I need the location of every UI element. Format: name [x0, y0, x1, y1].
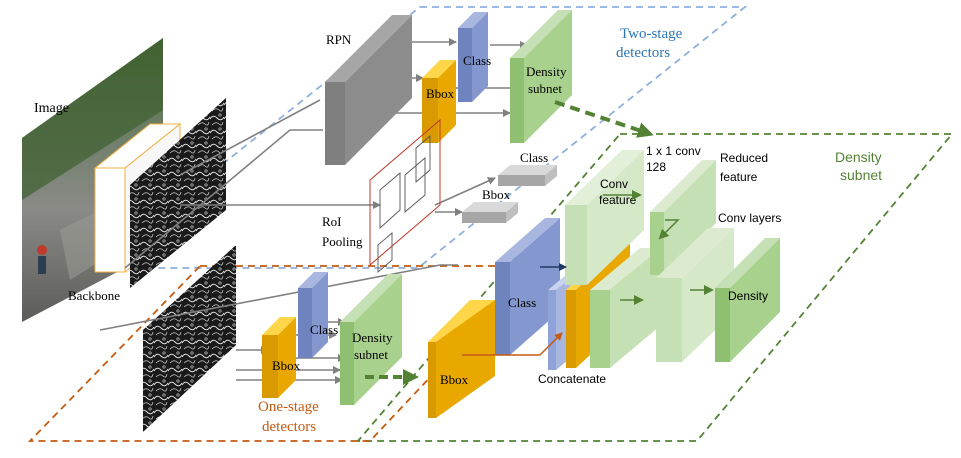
- bbox-label-top: Bbox: [426, 86, 455, 101]
- density-subnet-label-top-line2: subnet: [528, 81, 562, 96]
- roi-bbox-label: Bbox: [482, 187, 511, 202]
- feature-map-bottom: [143, 245, 236, 432]
- roi-pooling-label-line1: RoI: [322, 214, 342, 229]
- class-block-bottom: [298, 272, 328, 358]
- class-label-bottom: Class: [310, 322, 338, 337]
- reduced-feature-block: [650, 160, 716, 275]
- density-subnet-label-bottom-line1: Density: [352, 330, 393, 345]
- top-to-density-arrow: [554, 100, 654, 138]
- one-by-one-conv-label-line1: 1 x 1 conv: [646, 144, 701, 158]
- rpn-block: [325, 15, 412, 165]
- density-subnet-label-top-line1: Density: [526, 64, 567, 79]
- roi-pooling-box: [369, 118, 441, 273]
- big-bbox-block: [428, 300, 495, 418]
- density-subnet-block-bottom: [340, 274, 402, 405]
- feature-map-top: [130, 98, 226, 288]
- class-block-top: [458, 12, 488, 102]
- reduced-feature-label-line1: Reduced: [720, 151, 768, 165]
- two-stage-region-boundary: [89, 6, 748, 269]
- density-subnet-internal-arrows: [462, 190, 714, 356]
- roi-class-slab: [498, 165, 557, 186]
- two-stage-label-line2: detectors: [616, 45, 670, 61]
- bbox-block-top: [422, 60, 456, 143]
- one-stage-region-boundary: [27, 265, 538, 442]
- reduced-feature-label-line2: feature: [720, 170, 758, 184]
- one-stage-label-line2: detectors: [262, 419, 316, 435]
- image-label: Image: [34, 101, 69, 116]
- conv-feature-label-line2: feature: [599, 193, 637, 207]
- density-subnet-block-top: [510, 10, 572, 143]
- class-label-top: Class: [463, 53, 491, 68]
- two-stage-label-line1: Two-stage: [620, 26, 683, 42]
- one-stage-label-line1: One-stage: [258, 399, 319, 415]
- conv-feature-block: [565, 150, 644, 285]
- big-class-label: Class: [508, 295, 536, 310]
- conv-layers-label: Conv layers: [718, 211, 781, 225]
- roi-bbox-slab: [462, 202, 518, 223]
- bbox-label-bottom: Bbox: [272, 358, 301, 373]
- bbox-block-bottom: [262, 317, 296, 398]
- backbone-label: Backbone: [68, 288, 120, 303]
- concatenate-label: Concatenate: [538, 372, 606, 386]
- roi-class-label: Class: [520, 150, 548, 165]
- density-subnet-label-bottom-line2: subnet: [354, 347, 388, 362]
- one-by-one-conv-label-line2: 128: [646, 160, 666, 174]
- conv-layers-block: [656, 228, 734, 362]
- density-subnet-label-right-line1: Density: [835, 149, 882, 165]
- big-bbox-label: Bbox: [440, 372, 469, 387]
- roi-pooling-label-line2: Pooling: [322, 234, 363, 249]
- density-label: Density: [728, 289, 768, 303]
- conv-feature-label-line1: Conv: [600, 177, 628, 191]
- density-subnet-label-right-line2: subnet: [840, 167, 882, 183]
- density-output-block: [715, 238, 780, 362]
- big-class-block: [495, 218, 560, 355]
- rpn-label: RPN: [326, 32, 352, 47]
